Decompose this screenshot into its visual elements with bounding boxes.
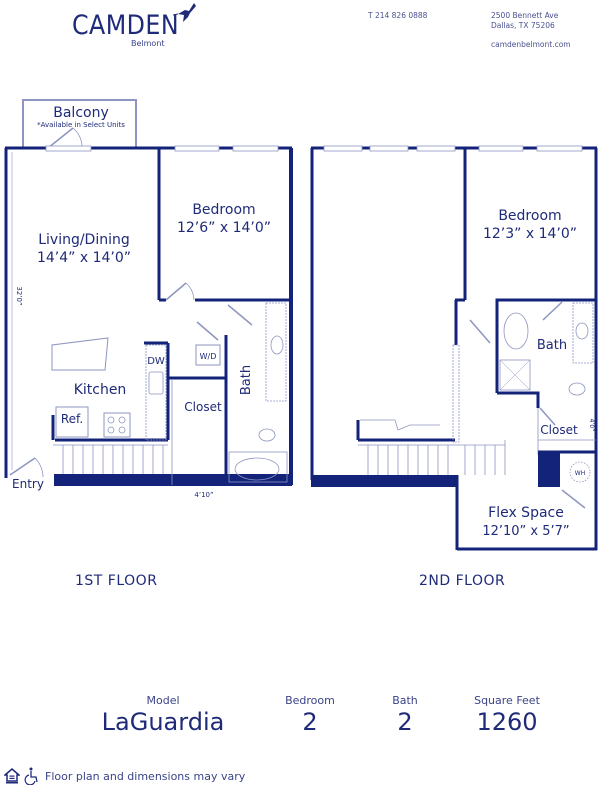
first-floor-plan: Balcony *Available in Select Units bbox=[4, 99, 293, 499]
closet-depth-dimension: 4’0” bbox=[588, 419, 595, 432]
second-floor-label: 2ND FLOOR bbox=[419, 573, 506, 589]
balcony-label: Balcony bbox=[53, 105, 109, 121]
phone-number: T 214 826 0888 bbox=[368, 11, 428, 20]
first-floor-label: 1ST FLOOR bbox=[75, 573, 158, 589]
bath1-label: Bath bbox=[239, 365, 254, 395]
website-link[interactable]: camdenbelmont.com bbox=[491, 40, 571, 49]
washer-dryer-label: W/D bbox=[200, 352, 217, 361]
living-label: Living/Dining bbox=[38, 232, 130, 248]
bath2-label: Bath bbox=[537, 338, 567, 353]
hummingbird-icon bbox=[172, 3, 196, 22]
closet1-label: Closet bbox=[184, 400, 222, 414]
height-dimension: 32’0” bbox=[15, 286, 23, 305]
bedroom2-dimensions: 12’3” x 14’0” bbox=[483, 226, 577, 242]
bedroom-count-value: 2 bbox=[302, 708, 318, 736]
bath-width-dimension: 4’10” bbox=[194, 491, 213, 499]
balcony-note: *Available in Select Units bbox=[37, 121, 125, 129]
dishwasher-label: DW bbox=[147, 356, 165, 367]
water-heater-label: WH bbox=[575, 470, 585, 477]
bedroom2-label: Bedroom bbox=[498, 208, 561, 224]
second-floor-plan: WH Bedroom 12’3” x 14’0” Bath Closet 4’0… bbox=[310, 145, 598, 551]
bedroom1-label: Bedroom bbox=[192, 202, 255, 218]
brand-logo-text: CAMDEN bbox=[72, 10, 180, 41]
model-label: Model bbox=[146, 694, 180, 707]
bath-count-value: 2 bbox=[397, 708, 413, 736]
bedroom1-dimensions: 12’6” x 14’0” bbox=[177, 220, 271, 236]
bedroom-count-label: Bedroom bbox=[285, 694, 335, 707]
floor-plans: Balcony *Available in Select Units bbox=[4, 99, 598, 551]
flex-space-dimensions: 12’10” x 5’7” bbox=[482, 524, 569, 539]
bath-count-label: Bath bbox=[392, 694, 418, 707]
living-dimensions: 14’4” x 14’0” bbox=[37, 250, 131, 266]
community-name: Belmont bbox=[131, 39, 165, 48]
address-line1: 2500 Bennett Ave bbox=[491, 11, 559, 20]
closet2-label: Closet bbox=[540, 423, 578, 437]
kitchen-label: Kitchen bbox=[74, 382, 127, 398]
square-feet-label: Square Feet bbox=[474, 694, 540, 707]
square-feet-value: 1260 bbox=[476, 708, 538, 736]
accessibility-icon bbox=[24, 767, 38, 785]
refrigerator-label: Ref. bbox=[61, 412, 83, 426]
disclaimer-note: Floor plan and dimensions may vary bbox=[45, 770, 246, 783]
entry-label: Entry bbox=[12, 477, 44, 491]
equal-housing-icon bbox=[4, 768, 20, 784]
flex-space-label: Flex Space bbox=[488, 505, 564, 521]
model-value: LaGuardia bbox=[101, 708, 225, 736]
address-line2: Dallas, TX 75206 bbox=[491, 21, 555, 30]
